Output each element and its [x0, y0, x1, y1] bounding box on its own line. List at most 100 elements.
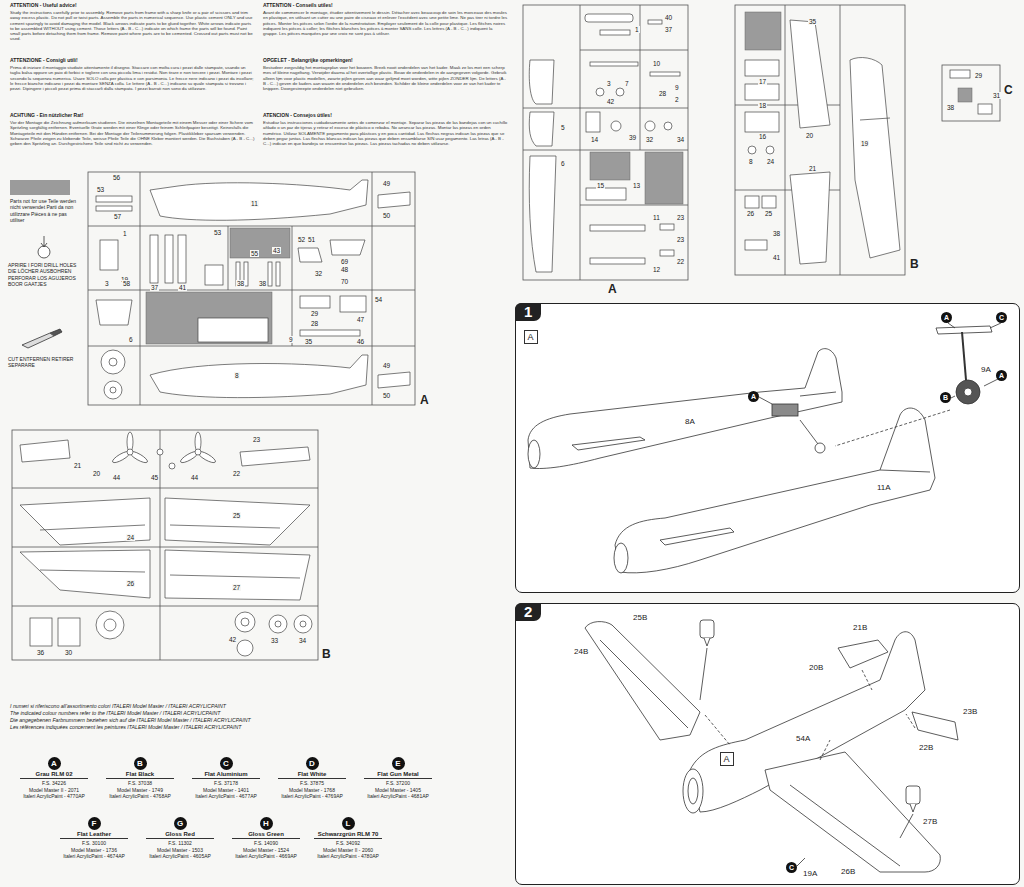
- sprue-part: [596, 88, 604, 96]
- paint-entry: DFlat WhiteF.S. 37875Model Master - 1768…: [270, 752, 354, 800]
- sprue-part: [276, 262, 280, 286]
- part-label: 22B: [918, 744, 934, 753]
- paint-note: Die angegebenen Farbnummern beziehen sic…: [10, 718, 251, 724]
- part-number: 26: [746, 210, 755, 217]
- part-number: 21: [808, 165, 817, 172]
- part-number: 25: [764, 210, 773, 217]
- sprue-frame: [580, 205, 688, 206]
- part-number: 34: [676, 136, 685, 143]
- step-illustration: [528, 440, 540, 468]
- step-illustration: [600, 640, 688, 728]
- sprue-part: [645, 121, 655, 131]
- sprue-frame: [160, 430, 161, 660]
- step-illustration: [880, 470, 930, 472]
- sprue-part: [745, 112, 779, 132]
- sprue-part: [766, 146, 774, 154]
- part-number: 47: [356, 316, 365, 323]
- sprue-part: [101, 350, 125, 374]
- step-illustration: [683, 769, 703, 813]
- paint-letter: G: [174, 817, 187, 830]
- step-illustration: [688, 778, 698, 804]
- acrylic-code: Italeri AcrylicPaint - 4674AP: [52, 853, 136, 860]
- part-number: 38: [236, 280, 245, 287]
- part-number: 19: [860, 140, 869, 147]
- step-illustration: [835, 410, 950, 446]
- sprue-frame: [372, 172, 373, 405]
- parts-not-for-use: [590, 152, 630, 180]
- step-illustration: [936, 326, 992, 334]
- sprue-part: [170, 525, 280, 528]
- step-panel-ground: [515, 603, 1020, 885]
- sprue-part: [104, 619, 116, 631]
- sprue-part: [157, 449, 163, 455]
- acrylic-code: Italeri AcrylicPaint - 4780AP: [306, 853, 390, 860]
- part-label: 23B: [962, 708, 978, 717]
- fs-code: F.S. 14090: [224, 840, 308, 847]
- part-number: 22: [232, 470, 241, 477]
- sprue-part: [30, 618, 52, 646]
- legend-icon: [22, 333, 54, 348]
- part-number: 27: [232, 584, 241, 591]
- part-number: 54: [374, 296, 383, 303]
- step-illustration: [900, 814, 913, 838]
- step-illustration: [700, 620, 714, 638]
- fs-code: F.S. 34226: [12, 780, 96, 787]
- part-label: 9A: [980, 366, 992, 375]
- sprue-frame: [12, 606, 318, 607]
- paint-name: Gloss Green: [232, 831, 300, 839]
- step-illustration: [572, 437, 645, 450]
- step-illustration: [660, 528, 734, 545]
- sprue-frame: [735, 5, 905, 275]
- paint-name: Schwarzgrün RLM 70: [314, 831, 382, 839]
- sprue-frame: [785, 5, 786, 275]
- sprue-frame: [523, 108, 688, 109]
- step-illustration: [528, 349, 842, 469]
- sprue-part: [20, 550, 150, 598]
- fs-code: F.S. 30100: [52, 840, 136, 847]
- sprue-frame: [12, 547, 318, 548]
- sprue-frame: [840, 5, 841, 275]
- legend-text: APRIRE I FORI DRILL HOLES DIE LÖCHER AUS…: [8, 262, 82, 287]
- part-number: 3: [606, 80, 612, 87]
- paint-letter: B: [134, 757, 147, 770]
- sprue-part: [294, 615, 312, 633]
- fs-code: F.S. 11302: [138, 840, 222, 847]
- part-number: 1: [122, 230, 128, 237]
- model-master-code: Model Master II - 2060: [306, 847, 390, 854]
- sprue-part: [378, 192, 410, 208]
- step-illustration: [704, 638, 710, 646]
- part-number: 18: [758, 102, 767, 109]
- model-master-code: Model Master II - 2071: [12, 787, 96, 794]
- sprue-part: [240, 447, 310, 466]
- part-label: 25B: [632, 614, 648, 623]
- sprue-part: [762, 196, 776, 208]
- step-illustration: [906, 786, 920, 804]
- acrylic-code: Italeri AcrylicPaint - 4681AP: [356, 793, 440, 800]
- sprue-part: [165, 235, 173, 283]
- sprue-part: [100, 240, 118, 270]
- sprue-part: [590, 62, 638, 66]
- legend-icon: [41, 243, 47, 247]
- callout-letter: A: [996, 370, 1007, 381]
- step-panel: 1A: [515, 303, 1020, 593]
- sprue-part: [600, 30, 630, 35]
- callout-letter: C: [996, 312, 1007, 323]
- legend-icon: [22, 236, 62, 348]
- legend-text: Parts not for use Teile werden nicht ver…: [10, 198, 80, 223]
- parts-not-for-use: [146, 12, 972, 344]
- part-label: 8A: [684, 418, 696, 427]
- part-number: 28: [658, 90, 667, 97]
- sprue-part: [616, 88, 624, 96]
- sprue-part: [664, 122, 672, 130]
- step-illustration: [862, 670, 872, 690]
- paint-entry: FFlat LeatherF.S. 30100Model Master - 17…: [52, 812, 136, 860]
- sprue-frame: [140, 172, 141, 405]
- sprue-part: [241, 618, 249, 626]
- sprue-frame: [580, 5, 581, 280]
- callout-letter: C: [786, 862, 797, 873]
- sprue-part: [748, 146, 756, 154]
- part-number: 37: [150, 284, 159, 291]
- paint-entry: AGrau RLM 02F.S. 34226Model Master II - …: [12, 752, 96, 800]
- part-label: 11A: [876, 484, 892, 493]
- paint-note: The indicated colour numbers refer to th…: [10, 711, 220, 717]
